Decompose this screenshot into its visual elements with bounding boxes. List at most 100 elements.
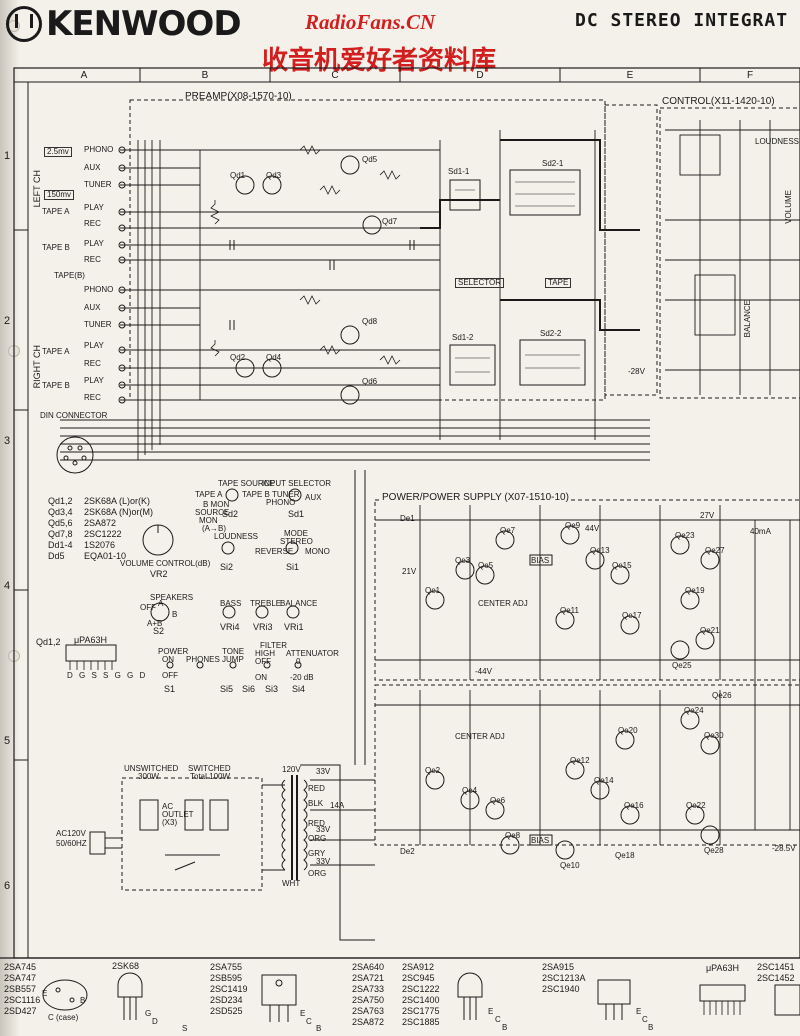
part-number: 2SC1452 <box>757 973 795 983</box>
ic-ref: Qd1,2 <box>36 637 61 647</box>
voltage-label: 27V <box>700 511 715 520</box>
speakers-opt: B <box>172 610 178 619</box>
control-label: BALANCE <box>743 300 752 338</box>
voltage-label: -28V <box>628 367 645 376</box>
voltage-label: 21V <box>402 567 417 576</box>
diode-label: De2 <box>400 847 415 856</box>
si3-label: Si3 <box>265 684 279 694</box>
tape-source-opt: TAPE A <box>195 490 223 499</box>
switch-label: Sd1-2 <box>452 333 474 342</box>
row-label: 3 <box>4 435 11 447</box>
transistor-label: Qd7 <box>382 217 398 226</box>
voltage-label: -28.5V <box>772 844 796 853</box>
transistor-label: Qe11 <box>560 606 579 615</box>
sd1-label: Sd1 <box>288 509 305 519</box>
transistor-label: Qd5 <box>362 155 378 164</box>
si4-label: Si4 <box>292 684 306 694</box>
unswitched-label: UNSWITCHED <box>124 764 179 773</box>
transistor-label: Qe4 <box>462 786 478 795</box>
pin-label: E <box>300 1009 306 1018</box>
brand-text: KENWOOD <box>46 4 242 44</box>
pin-label: B <box>502 1023 508 1032</box>
transistor-label: Qe9 <box>565 521 581 530</box>
input-label: REC <box>84 255 101 264</box>
control-label: VOLUME <box>784 190 793 224</box>
v120-label: 120V <box>282 765 301 774</box>
pin-label: C <box>642 1015 648 1024</box>
high-label: HIGH <box>255 649 275 658</box>
input-label: PLAY <box>84 203 104 212</box>
speakers-opt: A <box>158 599 164 608</box>
wire-label: WHT <box>282 879 301 888</box>
pin-label: B <box>316 1024 322 1033</box>
input-label: REC <box>84 219 101 228</box>
transistor-label: Qe12 <box>570 756 590 765</box>
voltage-label: -44V <box>475 667 492 676</box>
semi-ref: Dd5 <box>48 551 65 561</box>
part-number: 2SA745 <box>4 962 37 972</box>
s1-label: S1 <box>164 684 176 694</box>
treble-label: TREBLE <box>250 599 282 608</box>
loudness-label: LOUDNESS <box>214 532 259 541</box>
mode-opt: REVERSE <box>255 547 294 556</box>
switch-label: Sd2-2 <box>540 329 562 338</box>
input-label: PLAY <box>84 341 104 350</box>
semi-part: EQA01-10 <box>84 551 127 561</box>
part-number: 2SC1116 <box>4 995 41 1005</box>
transistor-label: Qe25 <box>672 661 692 670</box>
bias-label: BIAS <box>531 836 550 845</box>
power-opt: OFF <box>162 671 178 680</box>
row-label: 6 <box>4 880 11 892</box>
control-title: CONTROL(X11-1420-10) <box>662 96 775 107</box>
transistor-label: Qe18 <box>615 851 635 860</box>
column-label: F <box>746 70 754 81</box>
semi-ref: Qd1,2 <box>48 496 73 506</box>
wire-label: RED <box>308 819 325 828</box>
transistor-label: Qe17 <box>622 611 642 620</box>
si5-label: Si5 <box>220 684 234 694</box>
si2-label: Si2 <box>220 562 234 572</box>
pinout-parts: 2SA912 2SC945 2SC1222 2SC1400 2SC1775 2S… <box>402 962 440 1028</box>
part-number: 2SB595 <box>210 973 243 983</box>
att-opt: -20 dB <box>290 673 314 682</box>
power-title: POWER/POWER SUPPLY (X07-1510-10) <box>380 492 571 503</box>
vr3-label: VRi3 <box>253 622 273 632</box>
switched-watts: Total 100W <box>190 772 231 781</box>
switch-label: Sd2-1 <box>542 159 564 168</box>
pin-label: C <box>306 1017 312 1026</box>
input-label: PLAY <box>84 239 104 248</box>
pin-label: B <box>648 1023 654 1032</box>
transistor-label: Qe26 <box>712 691 732 700</box>
column-label: E <box>626 70 634 81</box>
pinout-parts: 2SA745 2SA747 2SB557 2SC1116 2SD427 <box>4 962 40 1017</box>
voltage-label: 40mA <box>750 527 771 536</box>
part-number: 2SB557 <box>4 984 37 994</box>
part-number: 2SC1775 <box>402 1006 440 1016</box>
unswitched-watts: 300W <box>138 772 159 781</box>
vr1-label: VRi1 <box>284 622 304 632</box>
balance-label: BALANCE <box>280 599 318 608</box>
speakers-label: SPEAKERS <box>150 593 194 602</box>
pin-label: E <box>488 1007 494 1016</box>
kenwood-mark-icon <box>6 6 42 42</box>
column-label: C <box>331 70 339 81</box>
part-number: 2SA912 <box>402 962 435 972</box>
transistor-label: Qd8 <box>362 317 378 326</box>
tape-b-label: TAPE B <box>42 381 70 390</box>
input-label: PLAY <box>84 376 104 385</box>
jump-label: JUMP <box>222 655 244 664</box>
level-label: 2.5mv <box>44 147 72 157</box>
part-number: 2SA755 <box>210 962 243 972</box>
transistor-label: Qe15 <box>612 561 632 570</box>
si6-label: Si6 <box>242 684 256 694</box>
part-number: 2SC1940 <box>542 984 580 994</box>
part-number: 2SA747 <box>4 973 37 983</box>
page-edge-shadow <box>0 0 20 1036</box>
transistor-label: Qd6 <box>362 377 378 386</box>
part-number: 2SC1222 <box>402 984 440 994</box>
tape-label: TAPE <box>545 278 572 288</box>
input-label: TUNER <box>84 320 112 329</box>
pinout-parts: 2SC1451 2SC1452 <box>757 962 795 984</box>
att-opt: 0 <box>296 657 301 666</box>
bias-label: BIAS <box>531 556 550 565</box>
